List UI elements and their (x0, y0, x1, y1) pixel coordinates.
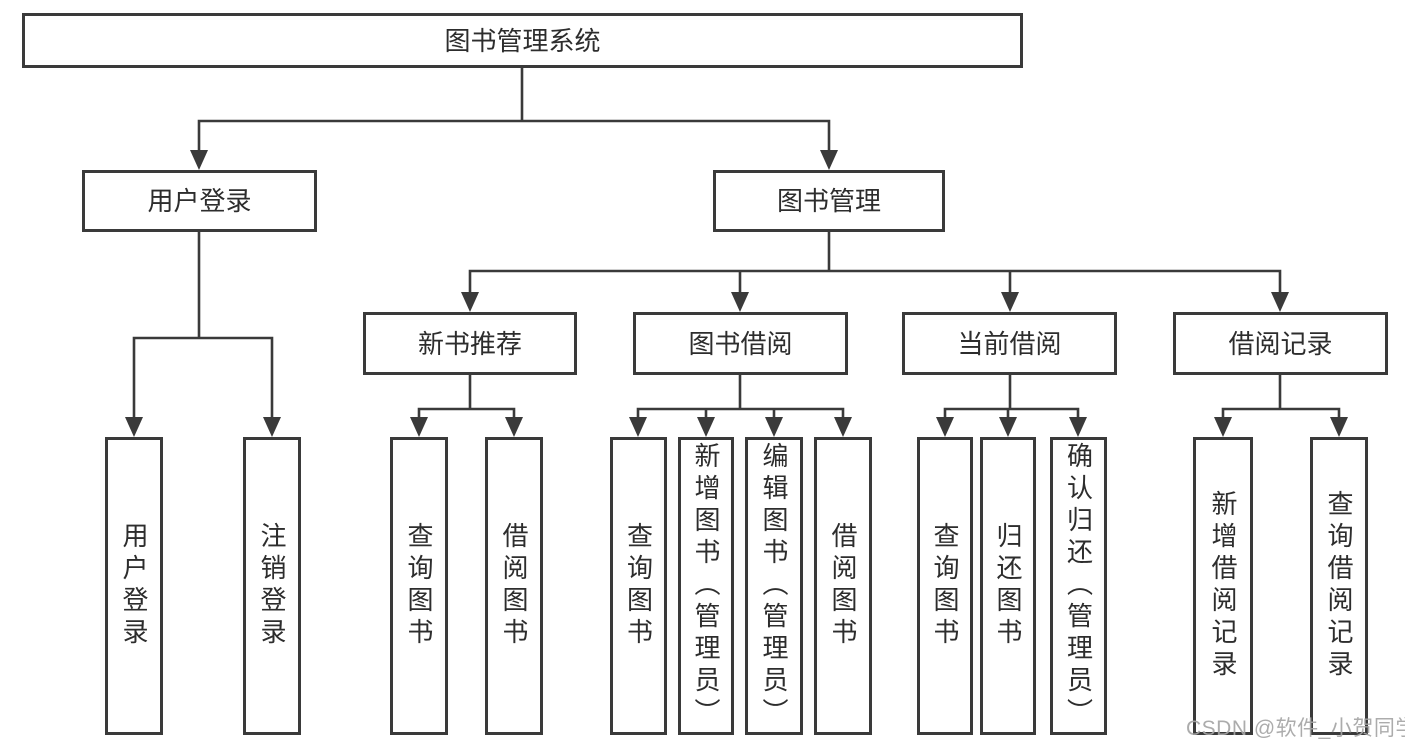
leaf-label: 确认归还（管理员） (1063, 442, 1094, 730)
node-book-management: 图书管理 (713, 170, 945, 232)
leaf-search-borrow-record: 查询借阅记录 (1310, 437, 1368, 735)
leaf-label: 查询图书 (404, 522, 434, 650)
leaf-label: 新增借阅记录 (1208, 490, 1238, 682)
node-new-book-recommend: 新书推荐 (363, 312, 577, 375)
leaf-edit-book-admin: 编辑图书（管理员） (745, 437, 803, 735)
leaf-user-login: 用户登录 (105, 437, 163, 735)
arrowhead (505, 417, 523, 437)
arrowhead (1271, 292, 1289, 312)
arrowhead (697, 417, 715, 437)
node-current-borrow: 当前借阅 (902, 312, 1117, 375)
leaf-label: 查询图书 (930, 522, 960, 650)
arrowhead (834, 417, 852, 437)
leaf-label: 归还图书 (993, 522, 1023, 650)
arrowhead (629, 417, 647, 437)
leaf-label: 借阅图书 (828, 522, 858, 650)
leaf-borrow-book: 借阅图书 (814, 437, 872, 735)
leaf-label: 查询图书 (623, 522, 654, 650)
leaf-search-book: 查询图书 (610, 437, 667, 735)
arrowhead (731, 292, 749, 312)
arrowhead (1001, 292, 1019, 312)
leaf-label: 注销登录 (257, 522, 287, 650)
leaf-label: 编辑图书（管理员） (759, 442, 789, 730)
arrowhead (410, 417, 428, 437)
leaf-label: 新增图书（管理员） (691, 442, 721, 730)
arrowhead (936, 417, 954, 437)
arrowhead (125, 417, 143, 437)
connector-lines (132, 66, 1341, 423)
watermark-text: CSDN @软件_小贺同学 (1186, 717, 1405, 740)
arrowhead (765, 417, 783, 437)
node-library-system: 图书管理系统 (22, 13, 1023, 68)
leaf-add-borrow-record: 新增借阅记录 (1193, 437, 1253, 735)
leaf-search-book: 查询图书 (390, 437, 448, 735)
node-borrow-records: 借阅记录 (1173, 312, 1388, 375)
leaf-label: 借阅图书 (499, 522, 529, 650)
leaf-label: 用户登录 (119, 522, 149, 650)
leaf-label: 查询借阅记录 (1324, 490, 1354, 682)
arrowhead (263, 417, 281, 437)
arrowhead (820, 150, 838, 170)
arrowhead (461, 292, 479, 312)
leaf-confirm-return-admin: 确认归还（管理员） (1050, 437, 1107, 735)
leaf-logout: 注销登录 (243, 437, 301, 735)
leaf-return-book: 归还图书 (980, 437, 1036, 735)
arrowhead (1069, 417, 1087, 437)
leaf-borrow-book: 借阅图书 (485, 437, 543, 735)
arrowhead (190, 150, 208, 170)
node-book-borrow: 图书借阅 (633, 312, 848, 375)
arrowhead (999, 417, 1017, 437)
arrowhead (1214, 417, 1232, 437)
leaf-search-book: 查询图书 (917, 437, 973, 735)
arrowhead (1330, 417, 1348, 437)
leaf-add-book-admin: 新增图书（管理员） (678, 437, 734, 735)
node-user-login: 用户登录 (82, 170, 317, 232)
